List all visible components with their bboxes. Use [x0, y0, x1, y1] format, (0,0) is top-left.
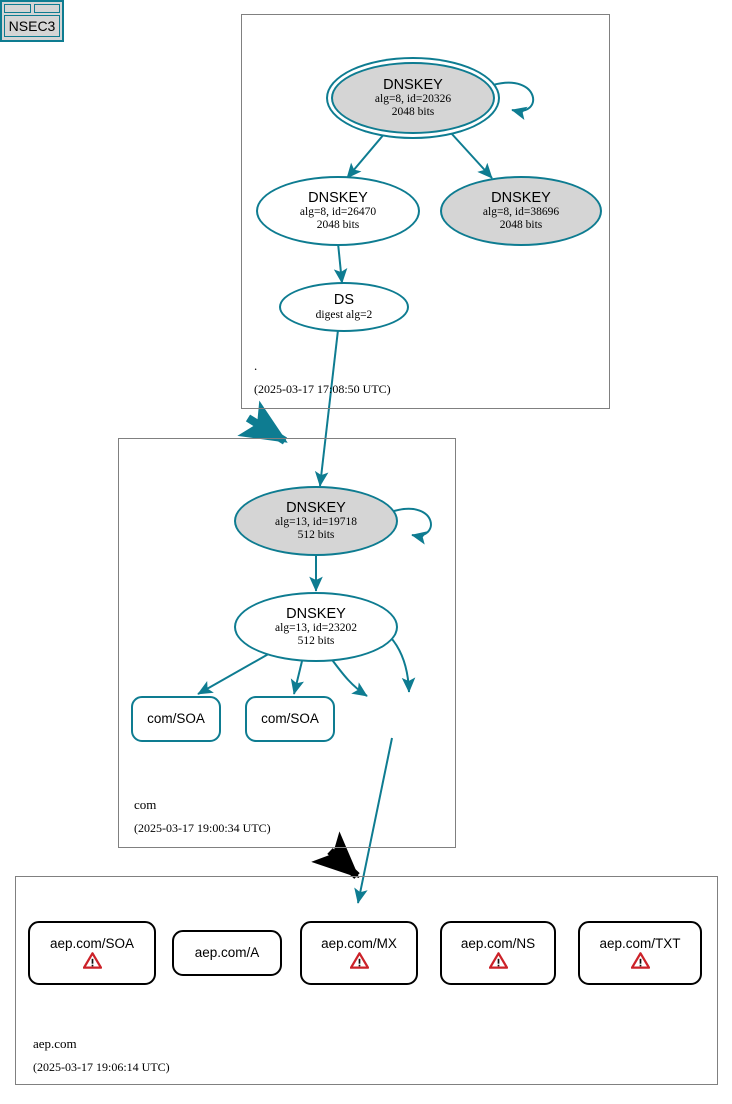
nsec3-header-cell-1 [4, 4, 31, 13]
node-subtitle-alg: alg=13, id=23202 [275, 622, 357, 635]
warning-triangle-icon [488, 952, 508, 970]
rrset-label: aep.com/MX [321, 935, 397, 951]
node-com-soa-1[interactable]: com/SOA [131, 696, 221, 742]
node-com-soa-2[interactable]: com/SOA [245, 696, 335, 742]
rrset-label: aep.com/A [194, 944, 260, 960]
node-com-nsec3[interactable]: NSEC3 [0, 0, 64, 42]
rrset-label: com/SOA [147, 710, 205, 726]
node-title: DNSKEY [308, 189, 368, 206]
node-subtitle-size: 2048 bits [391, 105, 435, 118]
node-subtitle-digest: digest alg=2 [315, 308, 373, 321]
warning-triangle-icon [82, 952, 102, 970]
zone-timestamp-aep: (2025-03-17 19:06:14 UTC) [33, 1060, 170, 1074]
zone-box-com [118, 438, 456, 848]
rrset-label: aep.com/SOA [49, 935, 135, 951]
node-subtitle-size: 2048 bits [499, 218, 543, 231]
node-title: DNSKEY [491, 189, 551, 206]
node-title: DNSKEY [383, 76, 443, 93]
node-root-dnskey-38696[interactable]: DNSKEY alg=8, id=38696 2048 bits [440, 176, 602, 246]
node-subtitle-size: 2048 bits [316, 218, 360, 231]
node-title: DNSKEY [286, 605, 346, 622]
node-subtitle-alg: alg=8, id=26470 [299, 206, 377, 219]
zone-box-root [241, 14, 610, 409]
node-root-ksk-20326[interactable]: DNSKEY alg=8, id=20326 2048 bits [331, 62, 495, 134]
zone-timestamp-com: (2025-03-17 19:00:34 UTC) [134, 821, 271, 835]
zone-label-root: . [254, 358, 258, 373]
nsec3-header-row [4, 4, 60, 13]
warning-triangle-icon [349, 952, 369, 970]
node-aep-soa[interactable]: aep.com/SOA [28, 921, 156, 985]
rrset-label: aep.com/TXT [599, 935, 681, 951]
zone-label-com: com [134, 797, 157, 812]
rrset-label: com/SOA [261, 710, 319, 726]
zone-label-aep: aep.com [33, 1036, 77, 1051]
warning-triangle-icon [630, 952, 650, 970]
node-root-ds[interactable]: DS digest alg=2 [279, 282, 409, 332]
node-subtitle-alg: alg=8, id=20326 [374, 93, 452, 106]
zone-timestamp-root: (2025-03-17 17:08:50 UTC) [254, 382, 391, 396]
node-root-dnskey-26470[interactable]: DNSKEY alg=8, id=26470 2048 bits [256, 176, 420, 246]
node-aep-txt[interactable]: aep.com/TXT [578, 921, 702, 985]
nsec3-header-cell-2 [33, 4, 60, 13]
zone-box-aep [15, 876, 718, 1085]
node-subtitle-size: 512 bits [297, 528, 335, 541]
node-com-dnskey-23202[interactable]: DNSKEY alg=13, id=23202 512 bits [234, 592, 398, 662]
node-aep-ns[interactable]: aep.com/NS [440, 921, 556, 985]
node-com-dnskey-19718[interactable]: DNSKEY alg=13, id=19718 512 bits [234, 486, 398, 556]
rrset-label: aep.com/NS [460, 935, 536, 951]
node-aep-mx[interactable]: aep.com/MX [300, 921, 418, 985]
nsec3-label: NSEC3 [4, 15, 60, 37]
node-aep-a[interactable]: aep.com/A [172, 930, 282, 976]
node-title: DNSKEY [286, 499, 346, 516]
node-subtitle-alg: alg=8, id=38696 [482, 206, 560, 219]
node-subtitle-size: 512 bits [297, 634, 335, 647]
node-subtitle-alg: alg=13, id=19718 [275, 516, 357, 529]
edge-com-to-aep-delegation [311, 831, 360, 879]
node-title: DS [333, 291, 355, 308]
